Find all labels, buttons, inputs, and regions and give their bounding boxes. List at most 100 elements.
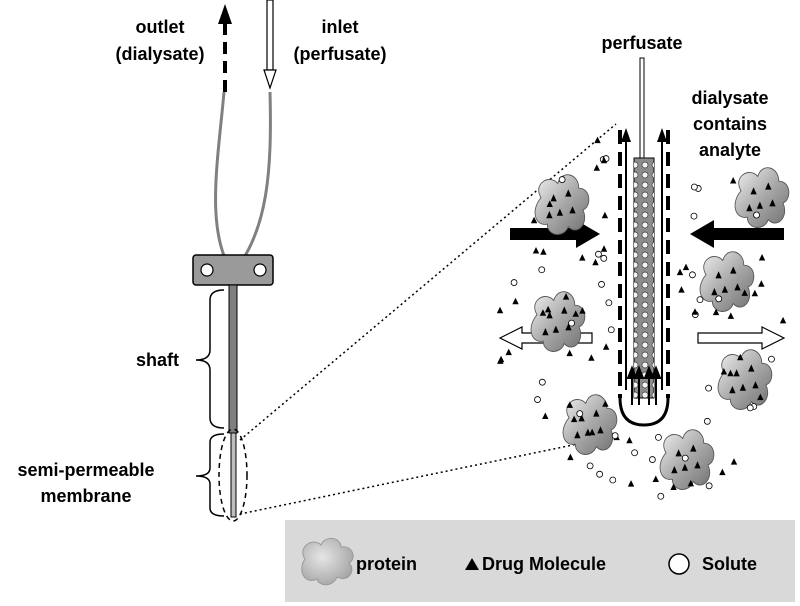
- protein-icon: [734, 167, 790, 228]
- drug-and-solute-particles: [496, 136, 787, 500]
- zoomed-membrane: [496, 57, 790, 500]
- drug-molecule-icon: [727, 369, 734, 377]
- shaft-label: shaft: [136, 350, 179, 370]
- drug-molecule-icon: [737, 353, 744, 361]
- probe-shaft: [228, 284, 238, 434]
- drug-molecule-icon: [579, 254, 586, 261]
- drug-molecule-icon: [602, 400, 609, 407]
- drug-molecule-icon: [670, 483, 677, 490]
- drug-molecule-icon: [593, 164, 600, 171]
- solute-icon: [648, 456, 656, 463]
- drug-molecule-icon: [497, 355, 505, 363]
- drug-molecule-icon: [600, 156, 608, 164]
- outlet-sublabel: (dialysate): [115, 44, 204, 64]
- drug-molecule-icon: [678, 286, 685, 293]
- solute-icon: [538, 378, 546, 386]
- solute-icon: [534, 396, 541, 403]
- drug-molecule-icon: [720, 368, 728, 375]
- dialysate-label-2: contains: [693, 114, 767, 134]
- protein-icon: [717, 349, 773, 410]
- legend: protein Drug Molecule Solute: [285, 520, 795, 602]
- solute-icon: [600, 254, 608, 262]
- solute-icon: [596, 470, 604, 478]
- drug-molecule-icon: [779, 316, 787, 324]
- shaft-brace: [195, 289, 225, 429]
- drug-molecule-icon: [682, 263, 690, 271]
- drug-molecule-icon: [757, 393, 764, 401]
- solute-icon: [576, 410, 584, 418]
- membrane-sublabel: membrane: [40, 486, 131, 506]
- solute-icon: [746, 404, 754, 412]
- drug-molecule-icon: [540, 248, 547, 255]
- drug-molecule-icon: [730, 458, 738, 465]
- inlet-sublabel: (perfusate): [293, 44, 386, 64]
- dialysate-label-3: analyte: [699, 140, 761, 160]
- outflow-arrow-icon: [621, 128, 667, 390]
- zoom-line-top: [239, 123, 617, 441]
- protein-icon: [562, 394, 618, 455]
- solute-icon: [598, 280, 605, 288]
- drug-molecule-icon: [712, 308, 720, 316]
- solute-icon: [558, 176, 566, 183]
- probe: [192, 0, 277, 522]
- solute-icon: [768, 355, 775, 363]
- membrane-brace: [195, 433, 225, 517]
- solute-icon: [705, 482, 713, 490]
- drug-molecule-icon: [539, 309, 547, 316]
- drug-molecule-icon: [627, 480, 635, 487]
- solute-icon: [657, 492, 665, 500]
- legend-box: [285, 520, 795, 602]
- zoom-line-bottom: [239, 435, 617, 515]
- drug-molecule-icon: [530, 216, 538, 224]
- membrane-highlight-ellipse: [218, 428, 248, 522]
- drug-molecule-icon: [676, 268, 684, 276]
- drug-molecule-icon: [601, 211, 609, 219]
- solute-icon: [586, 462, 594, 470]
- solute-icon: [689, 271, 696, 279]
- drug-molecule-icon: [588, 354, 595, 361]
- solute-icon: [696, 296, 704, 304]
- drug-molecule-icon: [741, 289, 748, 296]
- drug-molecule-icon: [566, 401, 574, 408]
- solute-icon: [609, 476, 617, 484]
- drug-molecule-icon: [730, 177, 737, 184]
- drug-molecule-icon: [567, 453, 574, 461]
- drug-molecule-icon: [512, 297, 519, 305]
- legend-drug-label: Drug Molecule: [482, 554, 606, 574]
- inlet-arrow-icon: [263, 0, 277, 90]
- solute-icon: [690, 183, 698, 191]
- legend-protein-label: protein: [356, 554, 417, 574]
- solute-icon: [753, 211, 760, 219]
- drug-molecule-icon: [579, 307, 586, 314]
- drug-molecule-icon: [544, 305, 552, 313]
- drug-molecule-icon: [594, 136, 601, 144]
- efflux-arrow-right-icon: [697, 326, 786, 350]
- outlet-tubing: [214, 91, 234, 273]
- legend-solute-label: Solute: [702, 554, 757, 574]
- solute-icon: [605, 299, 613, 307]
- triangle-icon: [465, 558, 479, 570]
- drug-molecule-icon: [532, 246, 540, 254]
- protein-molecules: [530, 167, 790, 490]
- solute-icon: [595, 250, 602, 258]
- solute-icon: [681, 454, 689, 462]
- inlet-tubing: [232, 91, 272, 273]
- protein-icon: [534, 174, 590, 235]
- perfusate-label: perfusate: [601, 33, 682, 53]
- drug-molecule-icon: [542, 412, 549, 419]
- solute-icon: [568, 319, 575, 327]
- solute-icon: [631, 449, 638, 457]
- drug-molecule-icon: [687, 479, 695, 487]
- probe-membrane: [230, 432, 237, 518]
- protein-icon: [530, 291, 586, 352]
- solute-icon: [715, 295, 723, 303]
- drug-molecule-icon: [505, 348, 512, 356]
- membrane-label: semi-permeable: [17, 460, 154, 480]
- influx-arrow-right-icon: [690, 220, 784, 248]
- solute-icon: [705, 384, 712, 392]
- drug-molecule-icon: [496, 306, 504, 314]
- membrane-bottom-curve: [618, 397, 670, 427]
- drug-molecule-icon: [751, 289, 759, 297]
